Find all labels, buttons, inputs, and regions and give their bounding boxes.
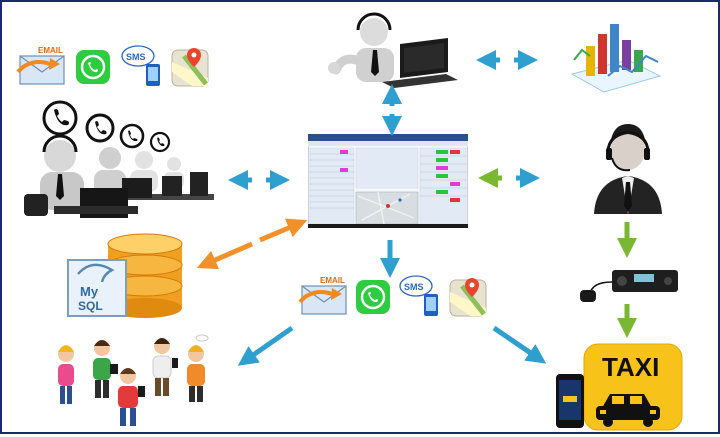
svg-text:SQL: SQL <box>78 299 103 313</box>
taxi-icon: TAXI <box>554 336 684 432</box>
sms-phone-icon: SMS <box>121 45 160 86</box>
sms-phone-icon: SMS <box>399 275 438 316</box>
customers-group <box>52 332 212 428</box>
dispatcher-headset <box>592 122 666 214</box>
phone-icon <box>149 131 171 153</box>
maps-icon <box>171 48 209 87</box>
channel-icons-top-left: EMAIL SMS <box>16 42 216 88</box>
svg-text:EMAIL: EMAIL <box>38 46 63 55</box>
dashboard-screen <box>307 133 469 229</box>
taxi-car-icon <box>596 394 660 427</box>
operator-with-laptop <box>322 12 462 88</box>
database-icon: My SQL <box>66 230 196 322</box>
channel-icons-bottom: EMAIL SMS <box>298 272 498 318</box>
email-icon: EMAIL <box>298 276 347 315</box>
call-center-agents <box>14 98 214 222</box>
phone-icon <box>42 100 78 136</box>
arrow-channels-customers <box>237 325 294 366</box>
svg-text:My: My <box>80 284 99 299</box>
radio-icon <box>576 264 680 304</box>
svg-text:TAXI: TAXI <box>602 352 659 382</box>
email-icon: EMAIL <box>16 46 65 85</box>
svg-text:EMAIL: EMAIL <box>320 276 345 285</box>
svg-text:SMS: SMS <box>126 52 146 62</box>
whatsapp-icon <box>76 50 110 84</box>
maps-icon <box>449 278 487 317</box>
arrow-channels-taxi <box>492 325 547 364</box>
svg-text:SMS: SMS <box>404 282 424 292</box>
arrow-dashboard-database <box>196 218 308 270</box>
phone-icon <box>85 113 115 143</box>
whatsapp-icon <box>356 280 390 314</box>
charts-icon <box>568 16 664 96</box>
phone-icon <box>119 123 145 149</box>
